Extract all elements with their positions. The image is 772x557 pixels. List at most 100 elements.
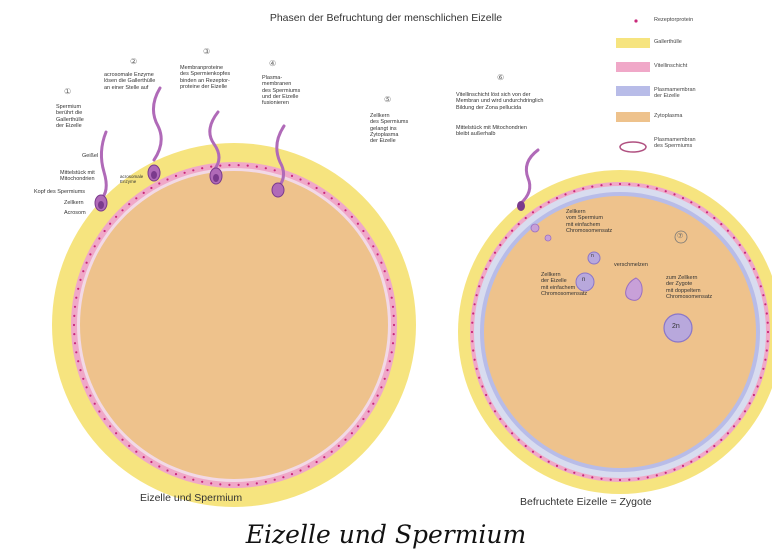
receptor-dot (316, 461, 318, 463)
receptor-dot (384, 378, 386, 380)
receptor-dot (128, 203, 130, 205)
step-1-number: ① (64, 87, 71, 96)
receptor-dot (665, 472, 667, 474)
receptor-dot (98, 410, 100, 412)
receptor-dot (282, 476, 284, 478)
receptor-dot (564, 469, 566, 471)
receptor-dot (291, 175, 293, 177)
label-geissel: Geißel (82, 153, 98, 159)
receptor-dot (372, 403, 374, 405)
receptor-dot (265, 167, 267, 169)
receptor-dot (682, 197, 684, 199)
receptor-dot (389, 360, 391, 362)
receptor-dot (582, 474, 584, 476)
label-kopf: Kopf des Spermiums (34, 189, 85, 195)
receptor-dot (582, 188, 584, 190)
receptor-dot (316, 187, 318, 189)
receptor-dot (637, 184, 639, 186)
receptor-dot (82, 378, 84, 380)
step-1-text: Spermium berührt die Gallerthülle der Ei… (56, 104, 84, 129)
receptor-dot (744, 410, 746, 412)
receptor-dot (158, 465, 160, 467)
receptor-dot (299, 178, 301, 180)
receptor-dot (548, 201, 550, 203)
receptor-dot (656, 474, 658, 476)
receptor-dot (384, 270, 386, 272)
receptor-dot (673, 469, 675, 471)
receptor-dot (392, 342, 394, 344)
legend-label-vitelline: Vitellinschicht (654, 63, 687, 69)
receptor-dot (573, 190, 575, 192)
receptor-dot (556, 465, 558, 467)
receptor-dot (299, 469, 301, 471)
receptor-dot (175, 175, 177, 177)
receptor-dot (600, 478, 602, 480)
receptor-dot (94, 403, 96, 405)
receptor-dot (391, 297, 393, 299)
receptor-dot (77, 360, 79, 362)
receptor-dot (362, 230, 364, 232)
receptor-dot (386, 279, 388, 281)
receptor-dot (511, 432, 513, 434)
receptor-dot (706, 211, 708, 213)
receptor-dot (749, 260, 751, 262)
receptor-dot (485, 268, 487, 270)
receptor-dot (525, 445, 527, 447)
receptor-dot (73, 315, 75, 317)
receptor-dot (192, 479, 194, 481)
receptor-dot (143, 456, 145, 458)
receptor-dot (344, 209, 346, 211)
receptor-dot (143, 192, 145, 194)
receptor-dot (764, 303, 766, 305)
receptor-dot (682, 465, 684, 467)
receptor-dot (247, 483, 249, 485)
receptor-dot (74, 342, 76, 344)
cytoplasm-left (80, 171, 388, 479)
receptor-dot (94, 245, 96, 247)
step-6b-text: Mittelstück mit Mitochondrien bleibt auß… (456, 125, 527, 138)
step-7-number: ⑦ (677, 232, 683, 240)
label-zygote-nucleus: zum Zellkern der Zygote mit doppeltem Ch… (666, 275, 712, 300)
sperm-step-1 (95, 132, 107, 211)
subtitle-right: Befruchtete Eizelle = Zygote (520, 496, 652, 508)
receptor-dot (79, 369, 81, 371)
receptor-dot (481, 385, 483, 387)
receptor-dot (706, 451, 708, 453)
label-2n: 2n (672, 323, 680, 331)
receptor-dot (471, 322, 473, 324)
legend-label-receptor: Rezeptorprotein (654, 17, 693, 23)
receptor-dot (351, 432, 353, 434)
receptor-dot (505, 237, 507, 239)
receptor-dot (733, 425, 735, 427)
receptor-dot (372, 245, 374, 247)
receptor-dot (540, 206, 542, 208)
receptor-dot (392, 306, 394, 308)
label-akrosom: Acrosom (64, 210, 86, 216)
receptor-dot (121, 209, 123, 211)
receptor-dot (760, 377, 762, 379)
receptor-dot (104, 230, 106, 232)
receptor-dot (128, 445, 130, 447)
receptor-dot (121, 439, 123, 441)
egg-cell-left (52, 143, 416, 507)
receptor-dot (766, 312, 768, 314)
receptor-dot (377, 395, 379, 397)
step-5-text: Zellkern des Spermiums gelangt ins Zytop… (370, 113, 408, 145)
step-5-number: ⑤ (384, 95, 391, 104)
label-sperm-nucleus: Zellkern vom Spermium mit einfachem Chro… (566, 209, 612, 234)
receptor-dot (739, 418, 741, 420)
receptor-dot (647, 476, 649, 478)
step-3-text: Membranproteine des Spermienkopfes binde… (180, 65, 230, 90)
receptor-dot (476, 368, 478, 370)
receptor-dot (757, 385, 759, 387)
receptor-dot (610, 183, 612, 185)
receptor-dot (472, 349, 474, 351)
receptor-dot (184, 172, 186, 174)
receptor-dot (201, 167, 203, 169)
receptor-dot (166, 469, 168, 471)
receptor-dot (505, 425, 507, 427)
receptor-dot (698, 456, 700, 458)
receptor-dot (753, 394, 755, 396)
receptor-dot (556, 197, 558, 199)
receptor-dot (323, 192, 325, 194)
